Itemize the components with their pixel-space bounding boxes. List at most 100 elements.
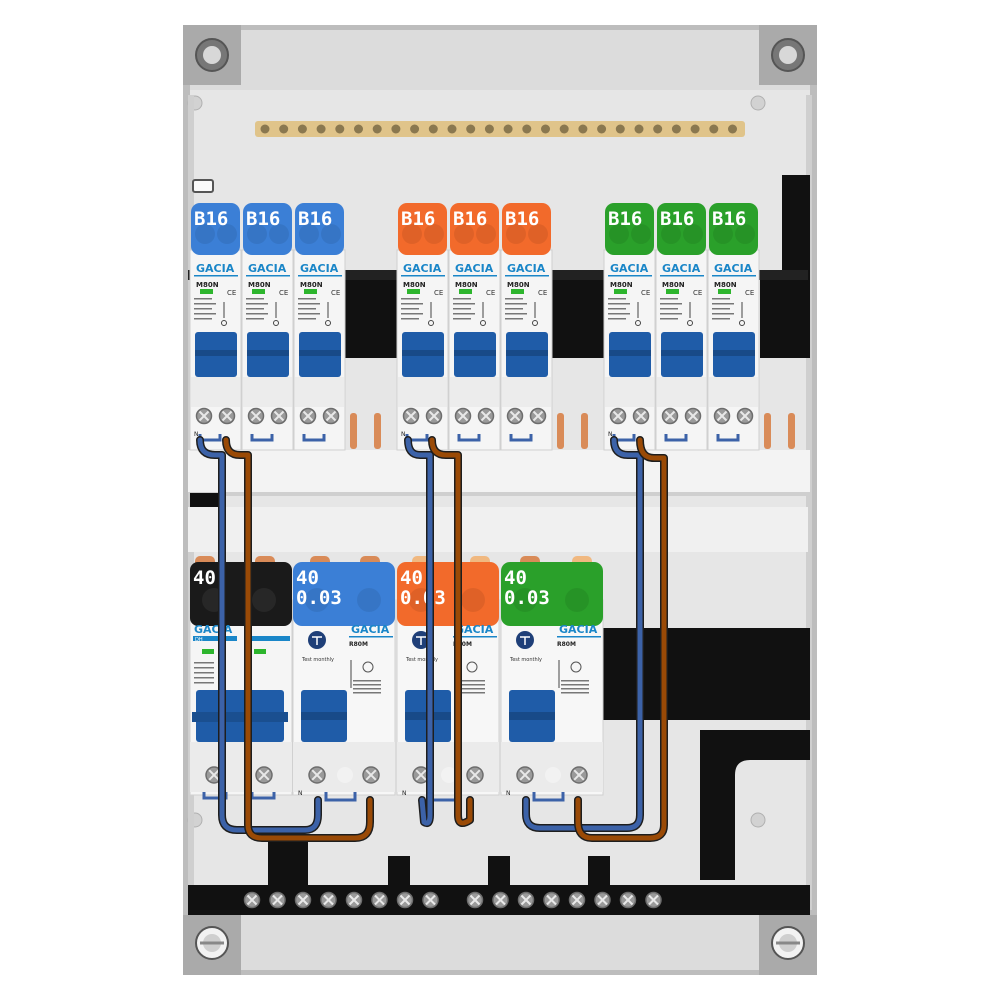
brand-underline xyxy=(608,275,652,277)
screw-icon xyxy=(492,891,509,909)
cable-channel xyxy=(552,270,604,358)
screw-icon xyxy=(299,407,317,425)
screw-icon xyxy=(422,891,439,909)
test-button-icon[interactable] xyxy=(308,631,326,649)
mcb-cap-shade xyxy=(321,224,341,244)
screw-icon xyxy=(308,766,326,784)
schematic-symbol xyxy=(466,661,478,673)
cable-channel xyxy=(600,640,810,720)
mcb-cap-shade xyxy=(454,224,474,244)
screw-slot xyxy=(520,894,532,906)
screw-icon xyxy=(425,407,443,425)
spec-line xyxy=(505,313,527,315)
main-switch-rating: 40 xyxy=(193,567,216,589)
spec-line xyxy=(457,692,485,694)
screw-icon xyxy=(477,407,495,425)
mounting-hole-center xyxy=(203,46,221,64)
mounting-hole-icon xyxy=(771,38,805,72)
mcb-toggle-ridge xyxy=(661,350,703,356)
live-wire xyxy=(575,437,667,841)
spec-line xyxy=(505,303,527,305)
screw-slot xyxy=(716,410,728,422)
status-indicator xyxy=(407,289,420,294)
test-button-icon[interactable] xyxy=(412,631,430,649)
neutral-clamp xyxy=(664,434,688,442)
ce-mark-icon: CE xyxy=(434,289,443,297)
schematic-symbol xyxy=(635,320,641,326)
mcb-rating-label: B16 xyxy=(608,208,642,230)
neutral-clamp xyxy=(302,434,326,442)
mcb-rating-cap xyxy=(657,203,706,255)
spec-line xyxy=(660,308,678,310)
cable-channel-curve xyxy=(700,730,810,880)
mcb-model-label: M80N xyxy=(403,281,426,289)
status-indicator xyxy=(200,289,213,294)
test-button-glyph xyxy=(416,636,426,645)
neutral-terminal-label: N xyxy=(194,431,199,438)
screw-icon xyxy=(661,407,679,425)
schematic-symbol xyxy=(570,661,582,673)
screw-slot xyxy=(325,410,337,422)
screw-slot xyxy=(519,769,531,781)
neutral-bar-post xyxy=(388,856,410,888)
neutral-bar-post xyxy=(268,840,308,888)
ce-mark-icon: CE xyxy=(693,289,702,297)
mcb-cap-shade xyxy=(299,224,319,244)
busbar-screw-icon xyxy=(316,124,326,134)
screw-icon xyxy=(345,891,363,909)
screw-icon xyxy=(543,891,560,909)
mounting-hole-icon xyxy=(771,926,805,960)
mcb-lower-body xyxy=(605,377,654,407)
screw-icon xyxy=(713,407,731,425)
spec-line xyxy=(194,682,214,684)
screw-slot xyxy=(687,410,699,422)
terminal-hole xyxy=(545,767,561,783)
screw-icon xyxy=(362,766,380,784)
screw-slot xyxy=(622,894,634,906)
cap-shade xyxy=(252,588,276,612)
mcb-rating-cap xyxy=(398,203,447,255)
test-button-icon[interactable] xyxy=(516,631,534,649)
mcb-cap-shade xyxy=(683,224,703,244)
main-switch-cap xyxy=(190,562,292,626)
spec-line xyxy=(298,303,320,305)
screw-icon xyxy=(568,891,586,909)
screw-icon xyxy=(466,766,484,784)
mcb-model-label: M80N xyxy=(455,281,478,289)
spec-line xyxy=(194,298,212,300)
spec-line xyxy=(194,313,216,315)
spec-line xyxy=(712,318,730,320)
screw-icon xyxy=(736,407,754,425)
screw-icon xyxy=(594,891,611,909)
busbar-screw-icon xyxy=(615,124,625,134)
mcb-rating-label: B16 xyxy=(246,208,280,230)
spec-line xyxy=(561,680,589,682)
neutral-wire xyxy=(523,437,643,831)
rcd-model-label: R80M xyxy=(349,641,368,648)
spec-line xyxy=(298,298,316,300)
screw-icon xyxy=(269,891,286,909)
mcb-toggle-ridge xyxy=(713,350,755,356)
neutral-terminal-label: N xyxy=(608,431,613,438)
bottom-panel xyxy=(190,915,810,970)
rcd-lower xyxy=(501,742,603,792)
rivet-icon xyxy=(750,812,766,828)
neutral-wire xyxy=(405,437,433,826)
mcb-cap-shade xyxy=(528,224,548,244)
screw-slot xyxy=(258,769,270,781)
rcd-toggle-ridge xyxy=(509,712,555,720)
busbar-screw-icon xyxy=(597,124,607,134)
